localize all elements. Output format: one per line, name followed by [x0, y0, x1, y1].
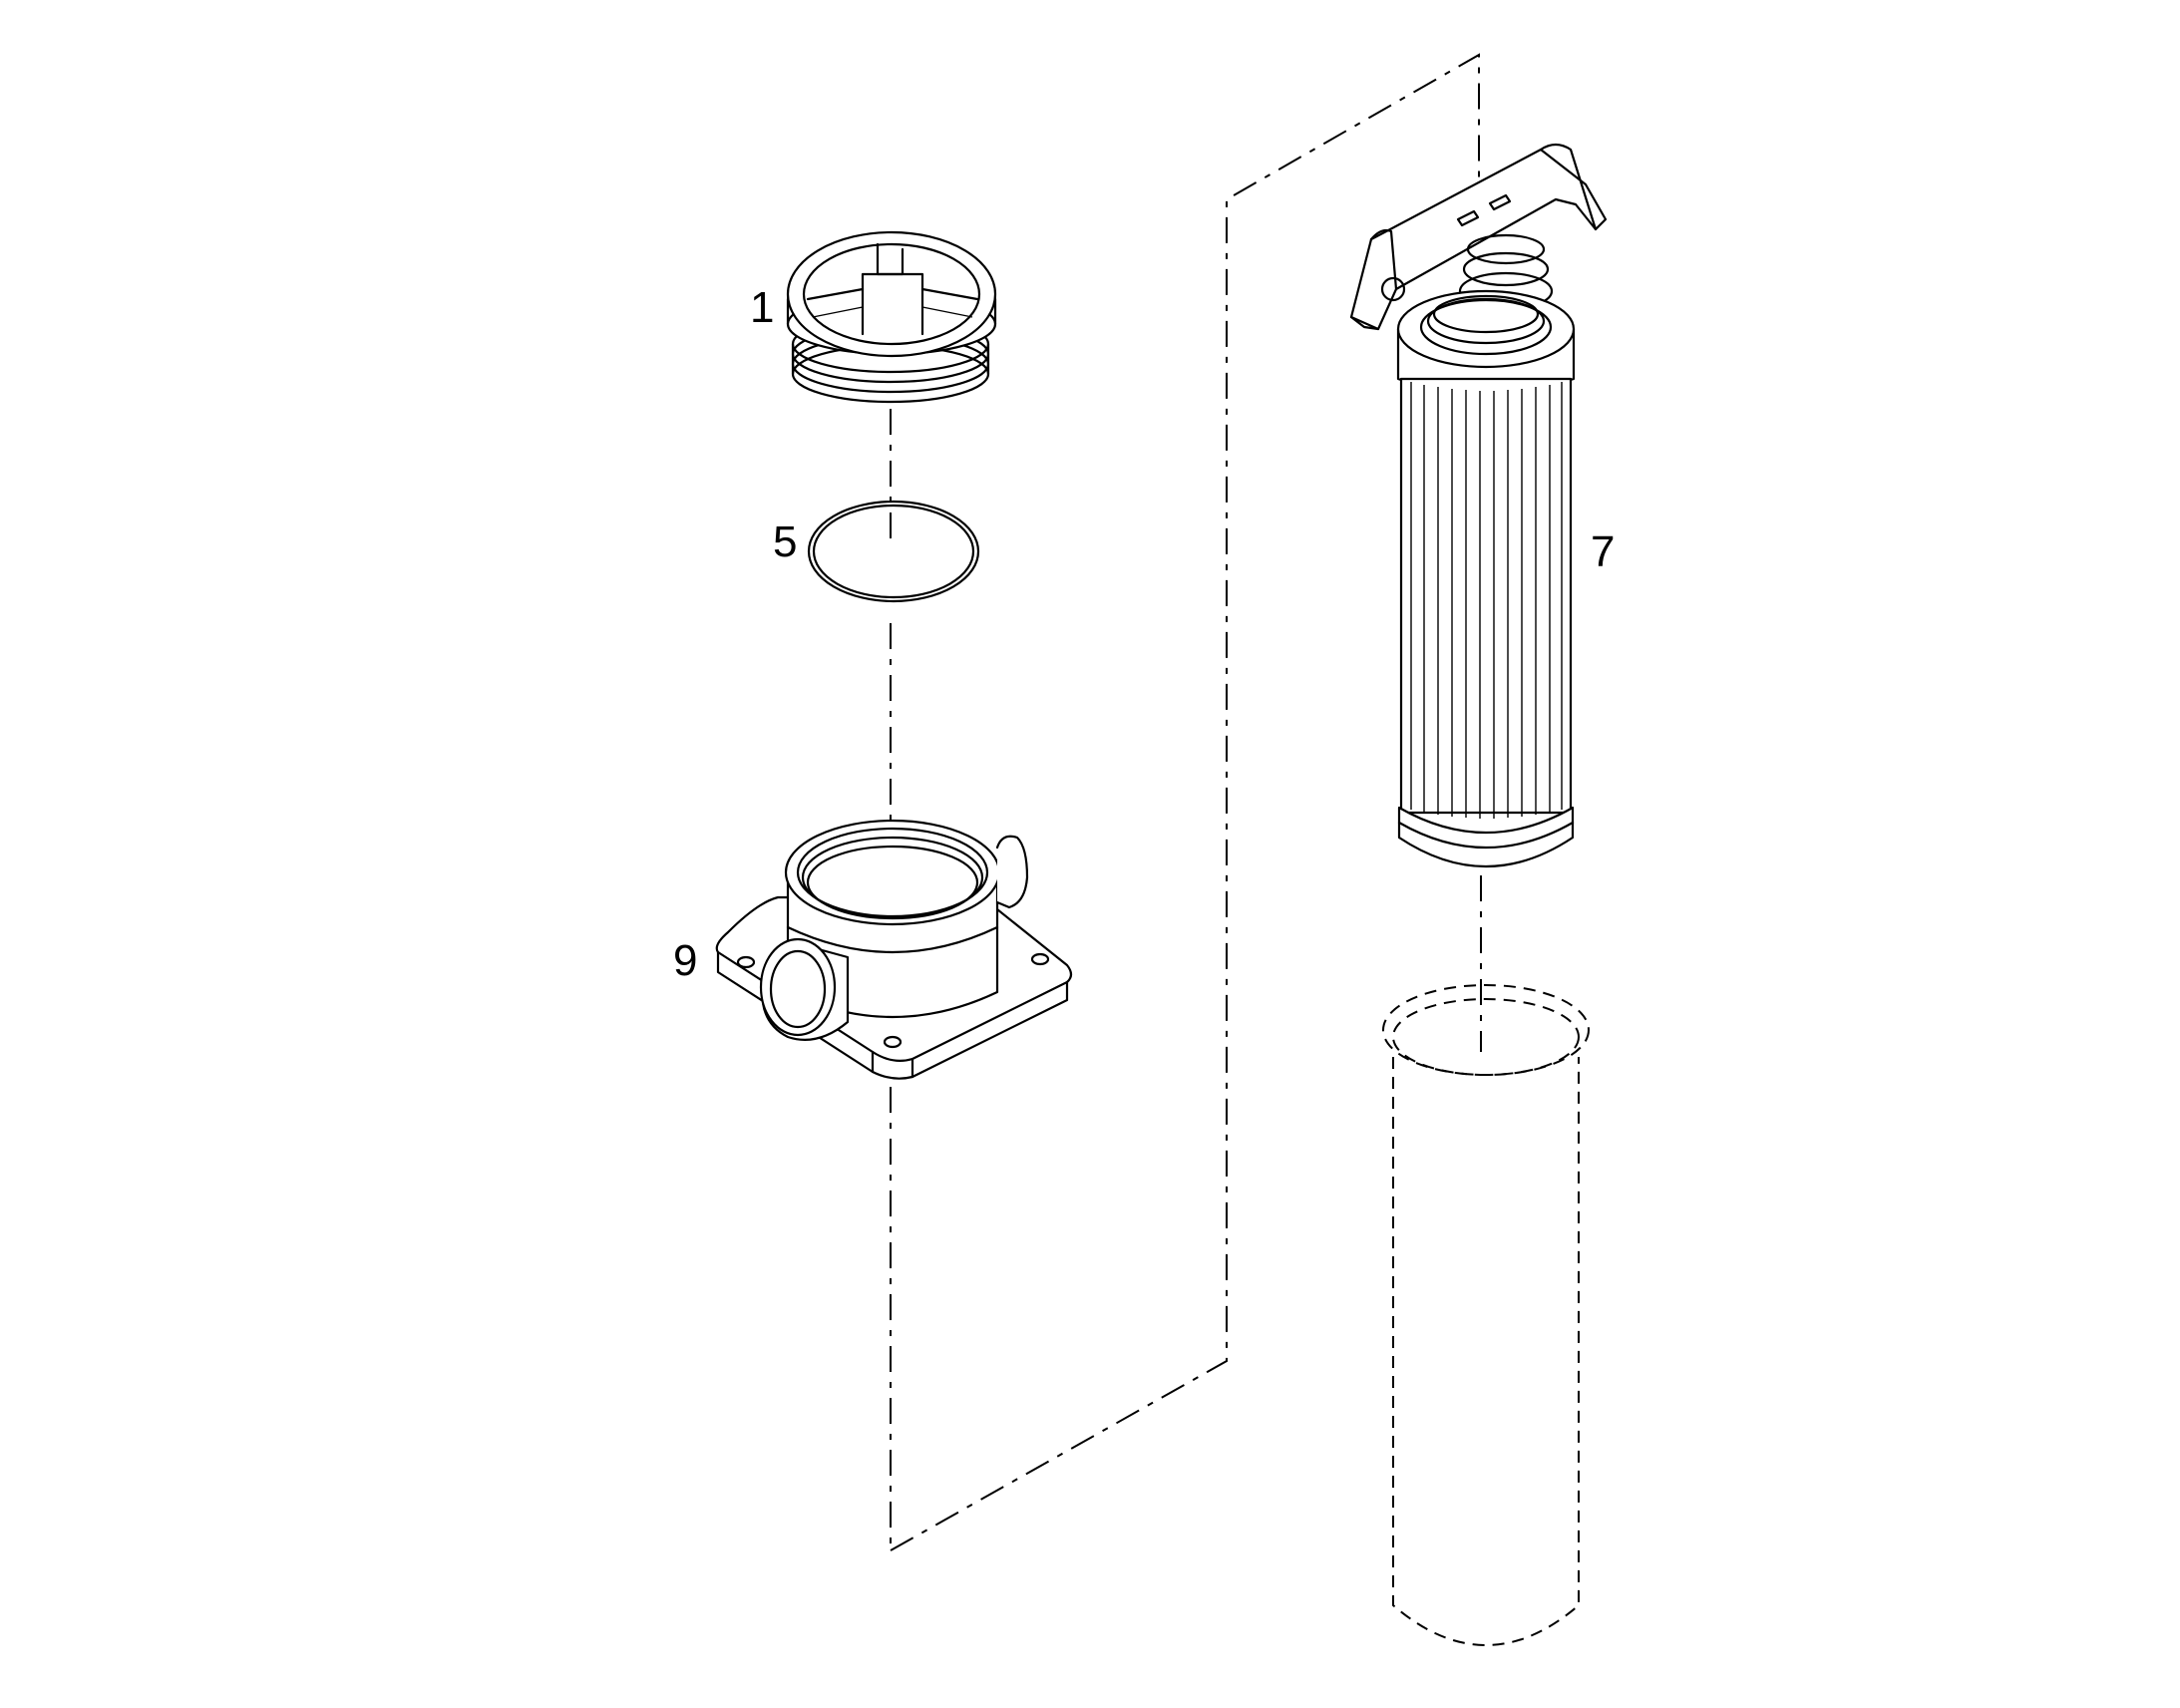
- part-label-9: 9: [673, 936, 697, 985]
- o-ring-part: [807, 500, 980, 603]
- bowl-phantom: [1382, 984, 1590, 1646]
- part-label-5: 5: [773, 517, 797, 566]
- part-label-7: 7: [1591, 527, 1615, 576]
- filter-element-part: [1349, 143, 1608, 867]
- cap-part: [786, 230, 997, 404]
- part-label-1: 1: [750, 283, 774, 332]
- housing-head-part: [715, 819, 1073, 1080]
- assembly-connection-line: [890, 53, 1480, 1551]
- filter-pleats: [1410, 382, 1563, 819]
